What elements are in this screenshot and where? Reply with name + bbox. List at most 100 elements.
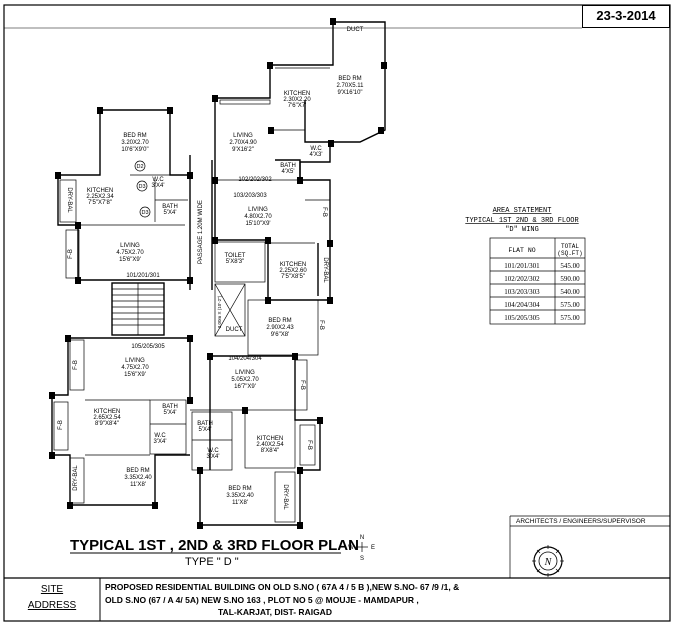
- bath1-dim: 4'X5': [282, 169, 295, 175]
- kitchen4-dim: 2.65X2.54: [93, 415, 121, 421]
- area-heading1: AREA STATEMENT: [493, 207, 552, 215]
- living4-ft: 15'6"X9': [124, 372, 146, 378]
- bed2-dim: 3.20X2.70: [121, 140, 149, 146]
- address-line3: TAL-KARJAT, DIST- RAIGAD: [218, 607, 332, 617]
- flat-102-label: 102/202/302: [238, 177, 272, 183]
- architects-label: ARCHITECTS / ENGINEERS/SUPERVISOR: [516, 518, 646, 525]
- fb1-label: F-B: [321, 207, 327, 217]
- address-line1: PROPOSED RESIDENTIAL BUILDING ON OLD S.N…: [105, 582, 459, 592]
- area-statement: AREA STATEMENT TYPICAL 1ST 2ND & 3RD FLO…: [465, 207, 586, 325]
- duct-top-label: DUCT: [347, 27, 364, 33]
- bed4-ft: 11'X8': [130, 482, 146, 488]
- bed1-ft: 9'X16'10": [337, 90, 362, 96]
- bed4-label: BED RM: [126, 468, 149, 474]
- living1-dim: 2.70X4.90: [229, 140, 257, 146]
- kitchen2-ft: 7'5"X7'8": [88, 200, 112, 206]
- kitchen3-label: KITCHEN: [280, 262, 306, 268]
- bath2-label: BATH: [162, 204, 178, 210]
- living3-dim: 4.75X2.70: [116, 250, 144, 256]
- toilet-label: TOILET: [225, 253, 246, 259]
- living1-label: LIVING: [233, 133, 253, 139]
- kitchen4-ft: 8'9"X8'4": [95, 421, 119, 427]
- bed1-label: BED RM: [338, 76, 361, 82]
- fb4-label: F-B: [73, 360, 79, 370]
- living4-label: LIVING: [125, 358, 145, 364]
- plan-type: TYPE " D ": [185, 556, 239, 568]
- flat-103-label: 103/203/303: [233, 193, 267, 199]
- dry-bal1-label: DRY-BAL: [66, 187, 72, 213]
- passage-label: PASSAGE 1.20M WIDE: [198, 200, 204, 264]
- duct-mid-label: DUCT: [226, 327, 243, 333]
- kitchen5-ft: 8'X8'4": [261, 448, 279, 454]
- col-total-header: TOTAL: [561, 243, 579, 250]
- duct-dim-label: 3.00m X (10'-2"): [217, 295, 222, 328]
- wc1-dim: 4'X3': [310, 152, 323, 158]
- compass-s: S: [360, 556, 364, 562]
- door-markers: [134, 160, 151, 218]
- area-cell: 590.00: [560, 275, 580, 283]
- bed3-ft: 9'6"X8': [271, 332, 289, 338]
- bath3-dim: 5'X4': [164, 410, 177, 416]
- bed5-label: BED RM: [228, 486, 251, 492]
- structural-columns: [49, 18, 387, 529]
- col-flat-header: FLAT NO: [508, 247, 535, 254]
- bed5-dim: 3.35X2.40: [226, 493, 254, 499]
- dry-bal4-label: DRY-BAL: [282, 484, 288, 510]
- kitchen3-ft: 7'5"X8'5": [281, 274, 305, 280]
- address-line2: OLD S.NO (67 / A 4/ 5A) NEW S.NO 163 , P…: [105, 595, 419, 605]
- architect-seal-inner: [538, 551, 558, 571]
- area-heading3: "D" WING: [505, 226, 539, 234]
- fb2-label: F-B: [68, 249, 74, 259]
- compass-e: E: [371, 545, 375, 551]
- dry-bal2-label: DRY-BAL: [322, 257, 328, 283]
- wc3-label: W.C: [154, 433, 166, 439]
- kitchen4-label: KITCHEN: [94, 409, 120, 415]
- bath2-dim: 5'X4': [164, 210, 177, 216]
- compass-w: W: [348, 545, 354, 551]
- bed2-ft: 10'6"X9'0": [121, 147, 148, 153]
- living3-label: LIVING: [120, 243, 140, 249]
- fb6-label: F-B: [58, 420, 64, 430]
- flat-104-label: 104/204/304: [228, 356, 262, 362]
- wc4-dim: 3'X4': [207, 454, 220, 460]
- architect-seal-mark: N: [544, 557, 553, 568]
- kitchen2-dim: 2.25X2.34: [86, 194, 114, 200]
- kitchen2-label: KITCHEN: [87, 188, 113, 194]
- area-cell: 575.00: [560, 314, 580, 322]
- door-d3a-label: D3: [138, 184, 145, 190]
- architect-seal-rays: [532, 545, 564, 577]
- kitchen5-label: KITCHEN: [257, 436, 283, 442]
- flat-no-cell: 104/204/304: [504, 301, 540, 309]
- toilet-dim: 5'X8'3": [226, 259, 244, 265]
- kitchen1-ft: 7'6"X7': [288, 103, 306, 109]
- living1-ft: 9'X16'2": [232, 147, 254, 153]
- kitchen1-dim: 2.30X2.20: [283, 97, 311, 103]
- living5-label: LIVING: [235, 370, 255, 376]
- living3-ft: 15'6"X9': [119, 257, 141, 263]
- wc2-label: W.C: [152, 177, 164, 183]
- flat-no-cell: 102/202/302: [504, 275, 540, 283]
- plan-title: TYPICAL 1ST , 2ND & 3RD FLOOR PLAN: [70, 537, 359, 554]
- bath4-dim: 5'X4': [199, 427, 212, 433]
- living2-ft: 15'10"X9': [245, 221, 270, 227]
- bath3-label: BATH: [162, 404, 178, 410]
- bed3-dim: 2.90X2.43: [266, 325, 294, 331]
- architects-block: ARCHITECTS / ENGINEERS/SUPERVISOR N: [509, 515, 670, 578]
- living5-ft: 16'7"X9': [234, 384, 256, 390]
- bed4-dim: 3.35X2.40: [124, 475, 152, 481]
- bath4-label: BATH: [197, 421, 213, 427]
- compass: N S W E: [348, 535, 375, 562]
- flat-105-label: 105/205/305: [131, 344, 165, 350]
- living4-dim: 4.75X2.70: [121, 365, 149, 371]
- door-d3b-label: D3: [141, 210, 148, 216]
- kitchen5-dim: 2.40X2.54: [256, 442, 284, 448]
- site-address-block: SITE ADDRESS PROPOSED RESIDENTIAL BUILDI…: [4, 577, 670, 621]
- kitchen1-label: KITCHEN: [284, 91, 310, 97]
- wc2-dim: 3'X4': [152, 183, 165, 189]
- site-label: SITE: [41, 584, 64, 595]
- area-cell: 545.00: [560, 262, 580, 270]
- address-label: ADDRESS: [28, 600, 77, 611]
- dry-bal3-label: DRY-BAL: [73, 465, 79, 491]
- area-cell: 575.00: [560, 301, 580, 309]
